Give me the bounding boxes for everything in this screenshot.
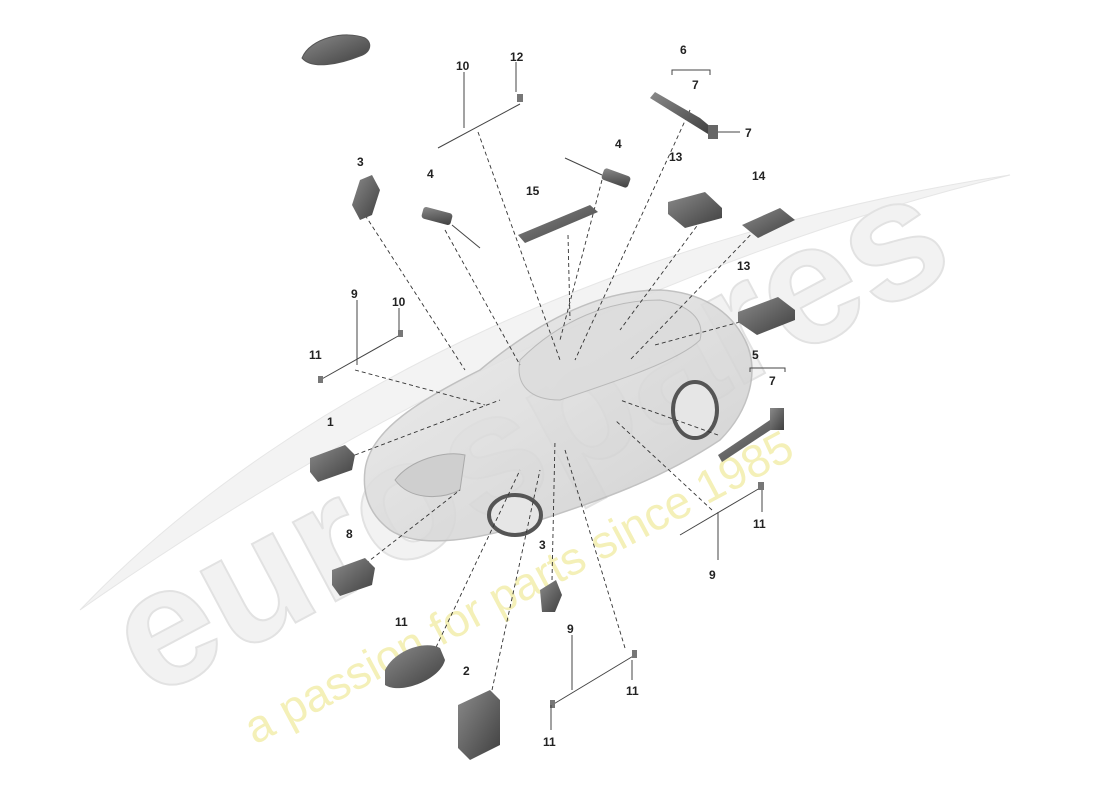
- callouts: 12 10 6 7 7 3 4 4 13 15 14 13 9 10 11 5 …: [309, 43, 776, 749]
- car-thumbnail-icon: [301, 34, 371, 66]
- part-13-upper: [668, 192, 722, 228]
- callout-15: 15: [526, 184, 540, 198]
- part-3-lower: [540, 580, 562, 612]
- callout-3: 3: [539, 538, 546, 552]
- callout-4: 4: [427, 167, 434, 181]
- part-10-top: [437, 103, 521, 149]
- callout-13: 13: [669, 150, 683, 164]
- callout-13: 13: [737, 259, 751, 273]
- part-13-lower: [738, 297, 795, 335]
- callout-10: 10: [456, 59, 470, 73]
- callout-3: 3: [357, 155, 364, 169]
- part-8: [332, 558, 375, 596]
- leader-lines: [354, 109, 761, 691]
- part-2: [458, 690, 500, 760]
- watermark-swoosh: [79, 174, 1011, 611]
- callout-12: 11: [395, 615, 408, 629]
- part-1: [310, 445, 355, 482]
- front-wheel: [487, 493, 543, 537]
- callout-7: 7: [692, 78, 699, 92]
- callout-9: 9: [351, 287, 358, 301]
- callout-11: 11: [753, 517, 766, 531]
- callout-9: 9: [567, 622, 574, 636]
- part-3-upper: [352, 175, 380, 220]
- callout-11: 11: [543, 735, 556, 749]
- callout-2: 2: [463, 664, 470, 678]
- part-9-bottom: [551, 654, 636, 706]
- callout-7: 7: [769, 374, 776, 388]
- part-7-right: [770, 408, 784, 430]
- callout-11: 11: [626, 684, 639, 698]
- part-5: [718, 420, 778, 462]
- part-7-top: [708, 125, 718, 139]
- callout-14: 14: [752, 169, 766, 183]
- callout-8: 8: [346, 527, 353, 541]
- part-9-left: [319, 334, 401, 381]
- callout-11: 12: [510, 50, 524, 64]
- part-4-left: [421, 206, 453, 226]
- callout-7: 7: [745, 126, 752, 140]
- callout-11: 10: [392, 295, 406, 309]
- callout-1: 1: [327, 415, 334, 429]
- callout-5: 5: [752, 348, 759, 362]
- part-6: [650, 92, 712, 134]
- part-4-right: [601, 168, 631, 188]
- callout-4: 4: [615, 137, 622, 151]
- callout-11: 11: [309, 348, 322, 362]
- part-12: [385, 645, 445, 689]
- part-15: [518, 205, 598, 243]
- parts: [310, 62, 795, 760]
- car-body: [363, 289, 753, 542]
- part-11-top-cap: [517, 94, 523, 102]
- rear-wheel: [671, 380, 719, 440]
- part-10-right: [679, 487, 761, 536]
- callout-10: 9: [709, 568, 716, 582]
- part-14: [742, 208, 795, 238]
- callout-6: 6: [680, 43, 687, 57]
